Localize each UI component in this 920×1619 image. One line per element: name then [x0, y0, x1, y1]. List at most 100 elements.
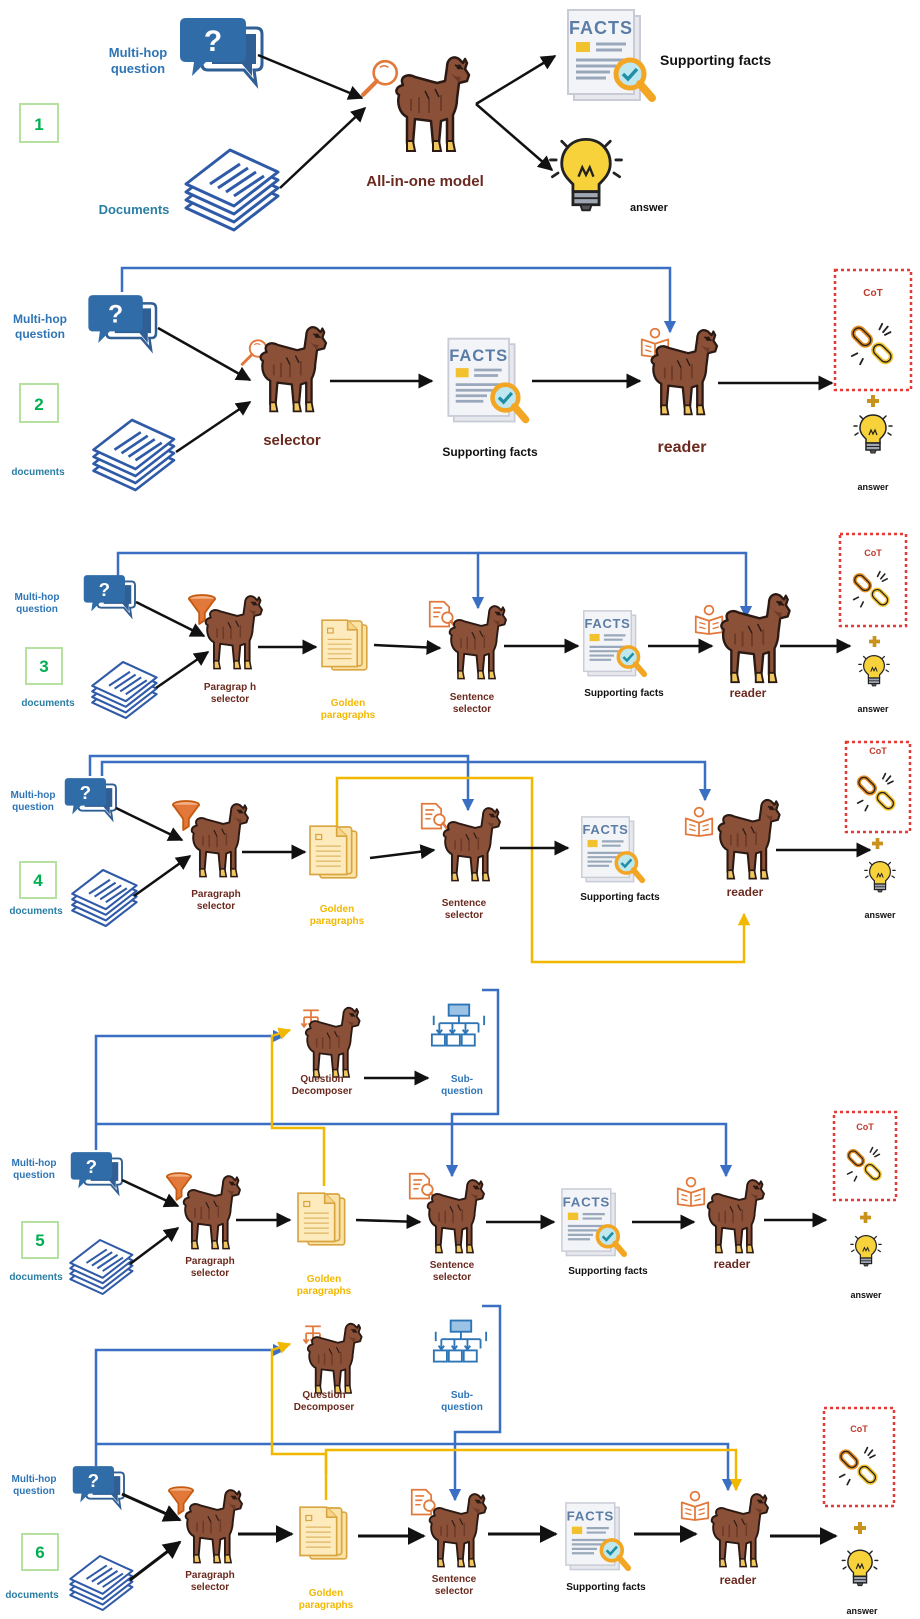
- question-to-sentence-selector-line: [116, 551, 485, 610]
- arrow-documents-to-selector: [175, 400, 252, 454]
- model-label: All-in-one model: [366, 173, 484, 190]
- alpaca-icon: [304, 1006, 361, 1078]
- documents-label: Documents: [99, 202, 170, 217]
- documents-stack-icon: [92, 418, 176, 492]
- panel-number: 6: [35, 1543, 44, 1562]
- facts-doc-icon: [566, 1503, 628, 1570]
- plus-icon: [869, 636, 880, 647]
- supporting-facts-label: Supporting facts: [566, 1582, 646, 1593]
- supporting-facts-label: Supporting facts: [580, 892, 660, 903]
- facts-doc-icon: [584, 611, 644, 676]
- arrow-model-to-answer: [475, 103, 554, 171]
- question-to-decomposer-line: [94, 1343, 286, 1466]
- alpaca-icon: [184, 1489, 243, 1564]
- panel-number-box: [19, 861, 57, 899]
- golden-paragraphs-icon: [299, 1506, 348, 1560]
- alpaca-icon: [442, 807, 501, 882]
- arrow-question-to-model: [257, 53, 364, 100]
- question-to-reader-line: [478, 551, 753, 619]
- golden-to-reader-line: [324, 1448, 743, 1492]
- lightbulb-icon: [858, 654, 890, 687]
- arrow-documents-to-paragraph-selector: [129, 1540, 182, 1582]
- panel-number-box: [21, 1533, 59, 1571]
- documents-label: documents: [21, 698, 75, 709]
- cot-box: [822, 1406, 896, 1508]
- arrow-question-to-selector: [157, 326, 252, 382]
- answer-label: answer: [846, 1606, 878, 1616]
- documents-stack-icon: [184, 148, 280, 232]
- alpaca-icon: [717, 798, 781, 880]
- alpaca-icon: [306, 1322, 363, 1394]
- arrow-documents-to-paragraph-selector: [129, 1227, 180, 1265]
- golden-paragraphs-icon: [309, 825, 358, 879]
- alpaca-icon: [190, 803, 249, 878]
- plus-icon: [860, 1212, 871, 1223]
- subquestion-label: Sub-question: [441, 1074, 483, 1097]
- supporting-facts-label: Supporting facts: [442, 445, 538, 459]
- arrow-documents-to-model: [279, 106, 367, 189]
- arrow-golden-to-sentence-selector: [373, 639, 442, 655]
- alpaca-icon: [448, 605, 507, 680]
- reader-label: reader: [720, 1573, 757, 1587]
- reading-icon: [694, 604, 724, 635]
- search-doc-icon: [420, 802, 450, 832]
- reading-icon: [684, 806, 714, 837]
- subquestion-to-sentence-selector-line: [445, 988, 500, 1178]
- facts-doc-icon: [568, 10, 652, 100]
- panel-number: 5: [35, 1231, 44, 1250]
- golden-paragraphs-icon: [321, 619, 368, 671]
- lightbulb-icon: [850, 1234, 882, 1267]
- supporting-facts-label: Supporting facts: [568, 1266, 648, 1277]
- reader-label: reader: [727, 885, 764, 899]
- arrow-documents-to-paragraph-selector: [133, 854, 192, 898]
- chain-icon: [851, 324, 893, 364]
- lightbulb-icon: [549, 137, 623, 212]
- chain-icon: [844, 1145, 884, 1183]
- question-bubble-icon: [178, 16, 264, 86]
- arrow-question-to-paragraph-selector: [121, 1492, 182, 1522]
- answer-label: answer: [857, 482, 889, 492]
- question-to-sentence-selector-line: [88, 754, 475, 812]
- lightbulb-icon: [864, 860, 896, 893]
- documents-stack-icon: [69, 1238, 134, 1296]
- alpaca-icon: [259, 326, 328, 413]
- question-bubble-icon: [63, 777, 117, 821]
- cot-label: CoT: [850, 1424, 868, 1434]
- question-to-reader-line: [120, 266, 677, 334]
- supporting-facts-label: Supporting facts: [584, 688, 664, 699]
- answer-label: answer: [857, 704, 889, 714]
- facts-doc-icon: [582, 817, 642, 882]
- documents-label: documents: [5, 1590, 59, 1601]
- question-bubble-icon: [71, 1465, 125, 1509]
- facts-doc-icon: [562, 1189, 624, 1256]
- arrow-model-to-facts: [475, 54, 557, 106]
- reading-icon: [676, 1176, 706, 1207]
- question-to-reader-line: [100, 760, 712, 802]
- cot-box: [844, 740, 912, 834]
- documents-label: documents: [9, 906, 63, 917]
- panel-number: 2: [34, 395, 43, 414]
- facts-doc-icon: [448, 339, 525, 422]
- reading-icon: [680, 1490, 710, 1521]
- answer-label: answer: [850, 1290, 882, 1300]
- question-bubble-icon: [69, 1151, 123, 1195]
- reader-label: reader: [714, 1257, 751, 1271]
- documents-stack-icon: [71, 868, 138, 928]
- tree-icon: [432, 1319, 488, 1363]
